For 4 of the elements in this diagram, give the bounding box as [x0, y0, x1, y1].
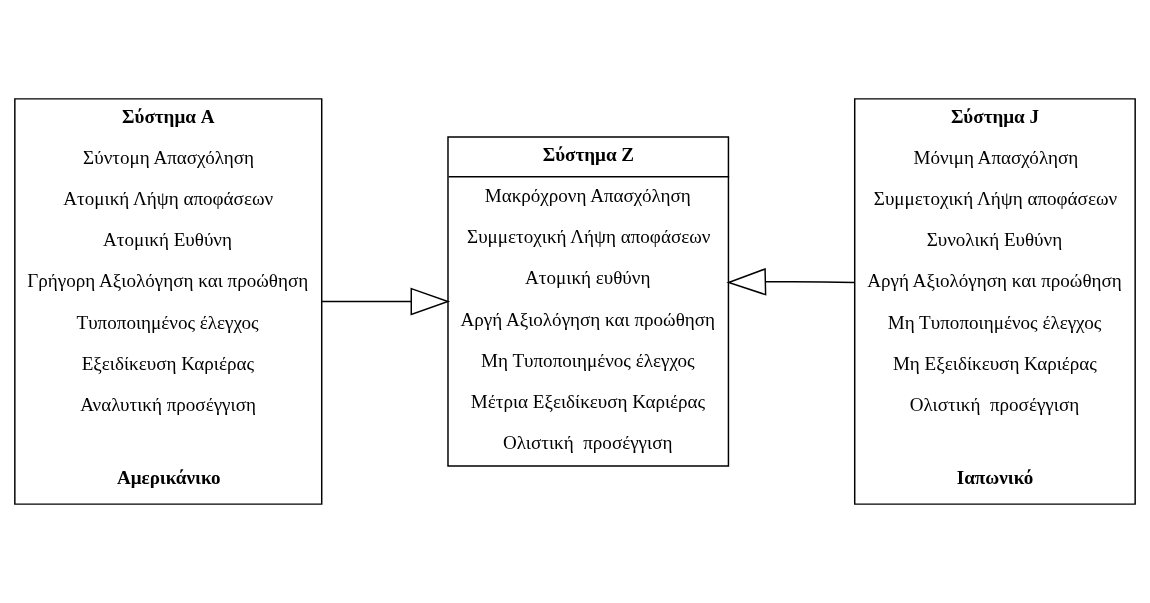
node-box: Σύστημα J Μόνιμη Απασχόληση Συμμετοχική Λήψη αποφάσεων Συνολική Ευθύνη Αργή Αξιολόγηση και προώθηση Μη Τυποποιημένος έλεγχος Μη Εξειδίκευση Καριέρας Ολιστική προσέγγιση Ιαπωνικό	[853, 98, 1136, 505]
arrow	[726, 267, 855, 296]
arrow	[321, 287, 451, 316]
node-box: Σύστημα A Σύντομη Απασχόληση Ατομική Λήψη αποφάσεων Ατομική Ευθύνη Γρήγορη Αξιολόγηση και προώθηση Τυποποιημένος έλεγχος Εξειδίκευση Καριέρας Αναλυτική προσέγγιση Αμερικάνικο	[14, 98, 323, 505]
